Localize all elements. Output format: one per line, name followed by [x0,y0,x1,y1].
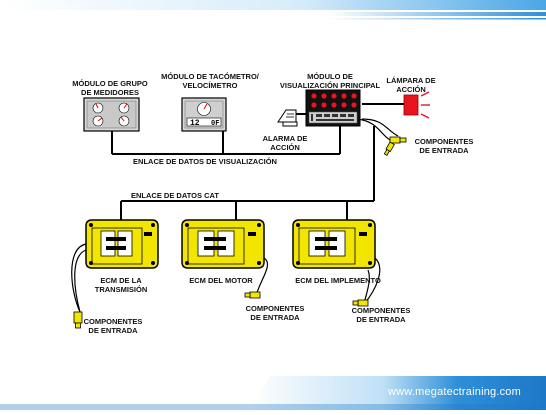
connector-icon [73,136,407,329]
ecm-transmission [85,219,159,269]
ecm-implement [292,219,376,269]
input-components-top-label: COMPONENTES DE ENTRADA [414,137,474,155]
gauge-cluster-label: MÓDULO DE GRUPO DE MEDIDORES [72,79,148,97]
input-components-2-label: COMPONENTES DE ENTRADA [245,304,305,322]
ecm-transmission-label: ECM DE LA TRANSMISIÓN [94,276,148,294]
bottom-decor-band [0,376,546,410]
action-lamp-icon [403,91,430,119]
tach-speedo-label: MÓDULO DE TACÓMETRO/ VELOCÍMETRO [161,72,259,90]
action-alarm-icon [277,109,298,127]
tach-left-value: 12 [190,119,200,128]
gauge-cluster-module [83,97,140,132]
gauge-dial-icon [92,102,130,127]
tach-speedo-module [181,97,227,132]
ecm-engine [181,219,265,269]
main-display-module [305,89,361,127]
action-alarm-label: ALARMA DE ACCIÓN [262,134,308,152]
ecm-implement-label: ECM DEL IMPLEMENTO [295,276,381,285]
wiring [111,103,404,220]
action-lamp-label: LÁMPARA DE ACCIÓN [386,76,436,94]
tach-right-value: 0F [211,120,219,128]
cat-data-link-label: ENLACE DE DATOS CAT [131,191,219,200]
indicator-lamps [311,93,357,108]
ecm-engine-label: ECM DEL MOTOR [189,276,253,285]
top-decor-band [0,0,546,20]
display-data-link-label: ENLACE DE DATOS DE VISUALIZACIÓN [133,157,277,166]
input-components-1-label: COMPONENTES DE ENTRADA [83,317,143,335]
input-components-3-label: COMPONENTES DE ENTRADA [351,306,411,324]
footer-url: www.megatectraining.com [388,386,521,398]
main-display-label: MÓDULO DE VISUALIZACIÓN PRINCIPAL [279,72,381,90]
